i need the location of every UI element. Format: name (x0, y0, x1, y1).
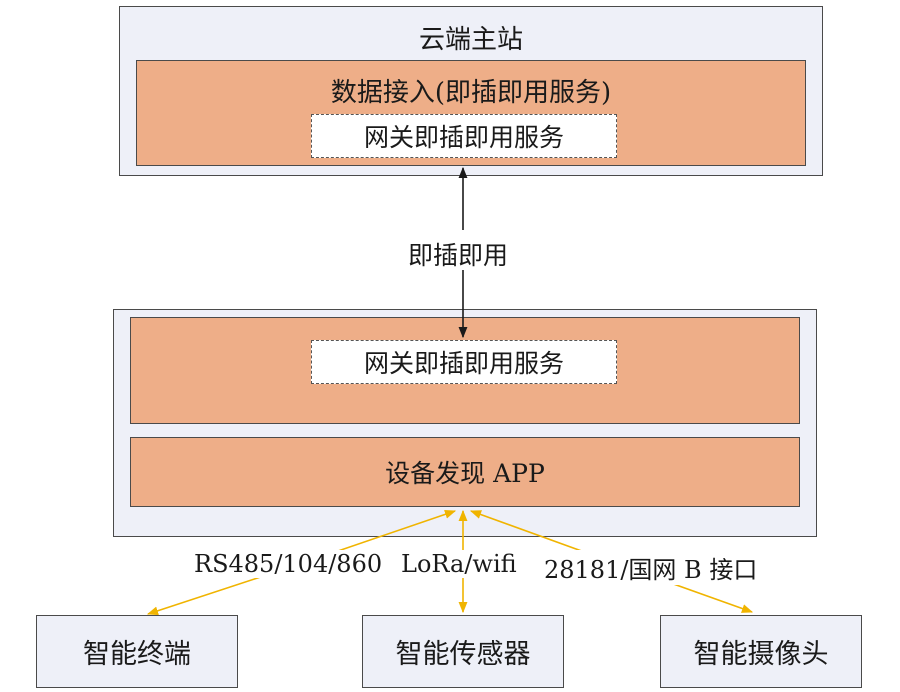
interface-label-middle: LoRa/wifi (397, 550, 521, 578)
interface-label-right: 28181/国网 B 接口 (540, 550, 762, 585)
smart-camera-box: 智能摄像头 (660, 615, 862, 688)
data-access-title: 数据接入(即插即用服务) (330, 78, 612, 108)
plug-and-play-label: 即插即用 (408, 241, 509, 270)
interface-label-left: RS485/104/860 (190, 550, 387, 578)
cloud-gateway-service-box: 网关即插即用服务 (311, 114, 617, 158)
device-discovery-app-module: 设备发现 APP (130, 437, 800, 507)
smart-sensor-box: 智能传感器 (362, 615, 564, 688)
smart-terminal-box: 智能终端 (36, 615, 238, 688)
cloud-master-station-title: 云端主站 (418, 25, 523, 55)
gateway-service-box: 网关即插即用服务 (311, 340, 617, 384)
device-discovery-app-label: 设备发现 APP (385, 459, 545, 488)
